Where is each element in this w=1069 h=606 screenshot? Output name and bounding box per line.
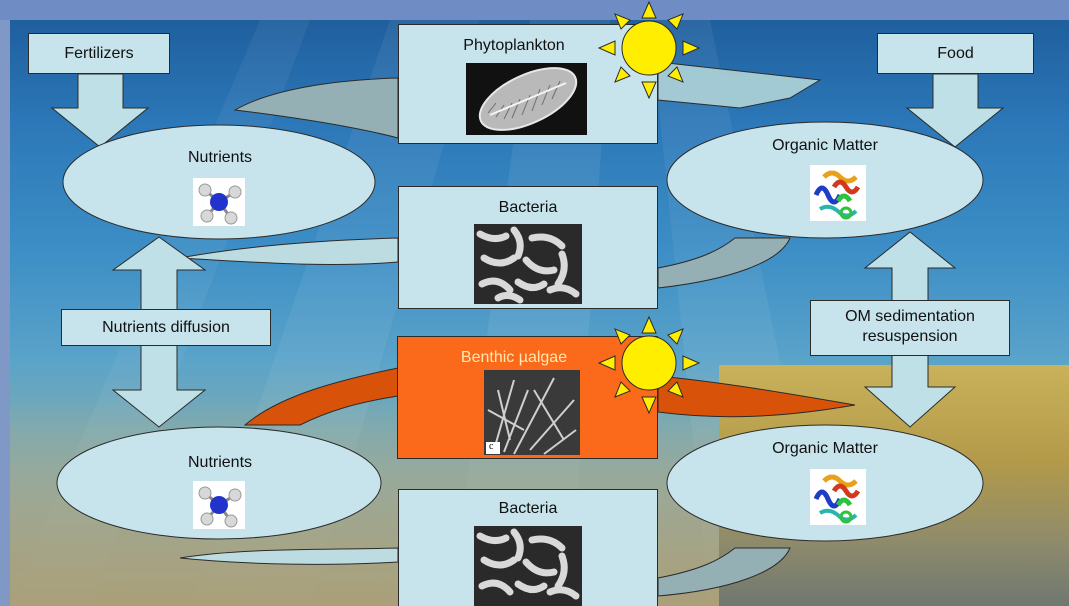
food-label: Food [937, 45, 973, 62]
curved-arrow-sed-om-to-bacteria [658, 548, 790, 596]
bacteria-sediment-label: Bacteria [399, 500, 657, 518]
om-water-label: Organic Matter [740, 137, 910, 155]
sun-icon [597, 0, 701, 100]
fertilizers-box: Fertilizers [28, 33, 170, 74]
om-sedimentation-box: OM sedimentation resuspension [810, 300, 1010, 356]
curved-arrow-om-to-bacteria [658, 238, 790, 288]
fertilizers-label: Fertilizers [64, 45, 133, 62]
phytoplankton-label: Phytoplankton [399, 37, 629, 55]
ammonium-molecule-icon [193, 178, 245, 226]
om-sedimentation-label: OM sedimentation [811, 307, 1009, 327]
curved-arrow-benthic-to-nutrients [245, 368, 398, 425]
sun-icon [597, 315, 701, 415]
curved-arrow-sed-bacteria-to-nutrients [180, 548, 398, 564]
nutrients-water-label: Nutrients [120, 149, 320, 167]
om-resuspension-label: resuspension [811, 327, 1009, 347]
nutrients-diffusion-box: Nutrients diffusion [61, 309, 271, 346]
protein-ribbon-icon [810, 469, 866, 525]
bacteria-water-label: Bacteria [399, 199, 657, 217]
nutrients-sediment-label: Nutrients [120, 454, 320, 472]
nutrients-diffusion-label: Nutrients diffusion [102, 319, 230, 336]
micrograph-tag: c [489, 441, 493, 452]
bacteria-sediment-micrograph [474, 526, 582, 606]
curved-arrow-bacteria-to-nutrients [180, 238, 398, 265]
food-box: Food [877, 33, 1034, 74]
bacteria-micrograph [474, 224, 582, 304]
protein-ribbon-icon [810, 165, 866, 221]
benthic-algae-label: Benthic µalgae [398, 349, 630, 367]
ammonium-molecule-icon [193, 481, 245, 529]
om-sediment-label: Organic Matter [740, 440, 910, 458]
diatom-micrograph [466, 63, 587, 135]
benthic-algae-micrograph: c [484, 370, 580, 455]
